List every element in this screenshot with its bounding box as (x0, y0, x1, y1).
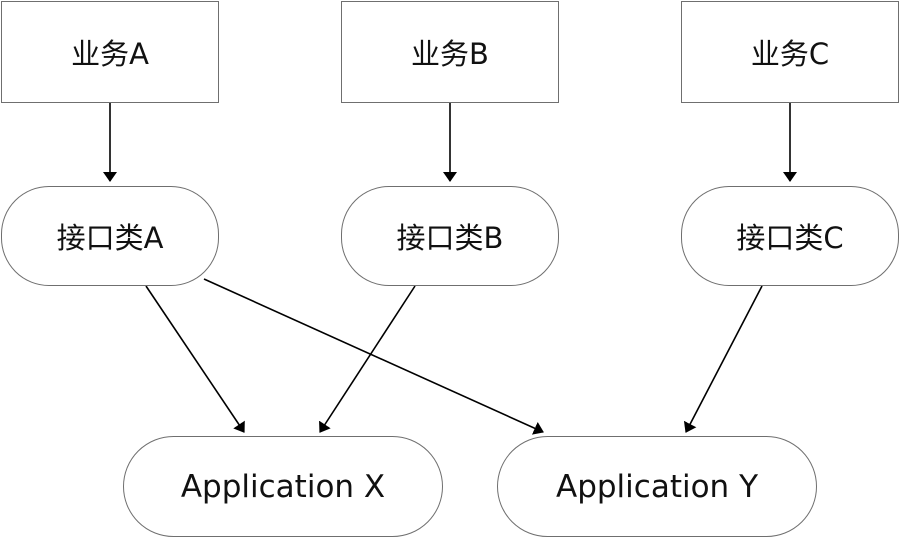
business-node-a: 业务A (1, 1, 219, 103)
application-node-x: Application X (123, 436, 443, 537)
interface-node-c: 接口类C (681, 186, 899, 286)
application-node-y: Application Y (497, 436, 817, 537)
interface-node-b: 接口类B (341, 186, 559, 286)
edge-interface-c-to-application-y (683, 285, 763, 433)
edge-interface-a-to-application-y (203, 278, 544, 435)
business-node-c: 业务C (681, 1, 899, 103)
edge-interface-a-to-application-x (145, 285, 245, 433)
interface-node-a: 接口类A (1, 186, 219, 286)
edge-interface-b-to-application-x (319, 285, 416, 433)
business-node-b: 业务B (341, 1, 559, 103)
